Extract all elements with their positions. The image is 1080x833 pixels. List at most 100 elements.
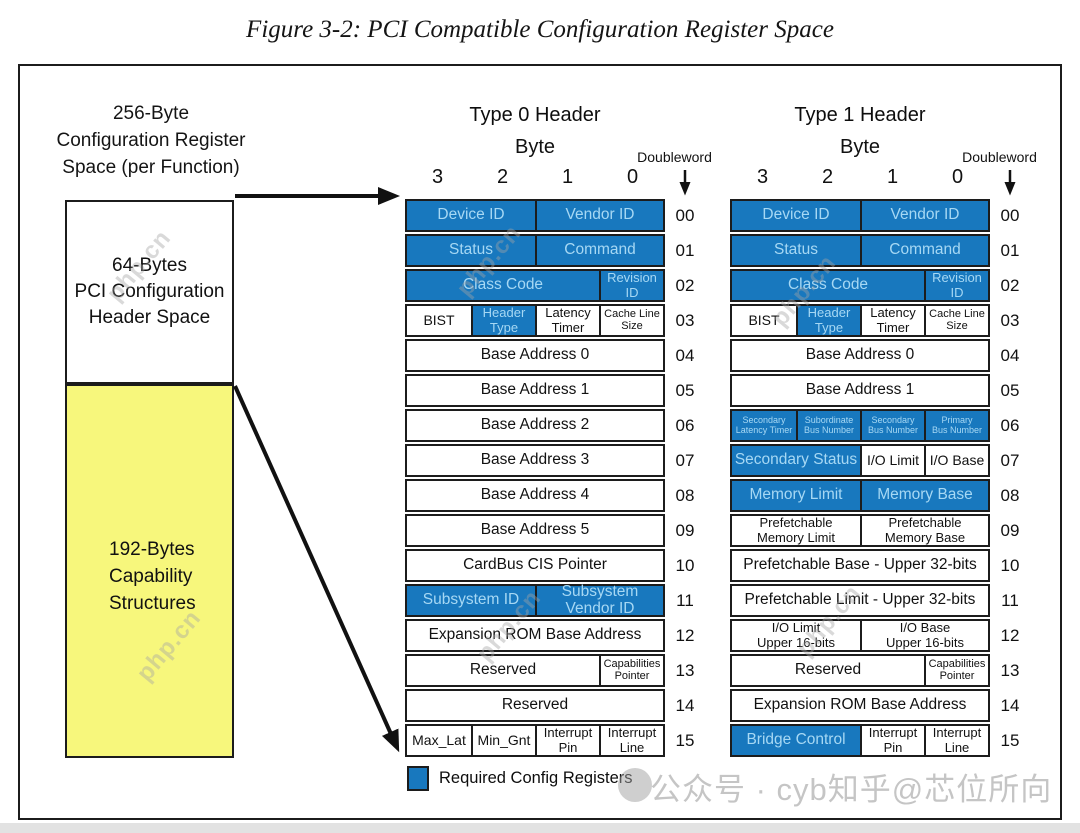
doubleword-value: 03: [1000, 311, 1020, 330]
legend: Required Config Registers: [407, 766, 633, 791]
doubleword-value: 14: [675, 696, 695, 715]
doubleword-value: 02: [1000, 276, 1020, 295]
register-cell: Status: [732, 236, 860, 265]
byte-label: Byte: [839, 136, 881, 158]
legend-swatch: [407, 766, 429, 791]
register-cell: Header Type: [471, 306, 535, 335]
legend-label: Required Config Registers: [439, 769, 633, 787]
byte-number: 0: [626, 166, 639, 188]
register-row: Prefetchable Memory Limit Prefetchable Me…: [730, 514, 990, 547]
register-cell: Interrupt Pin: [535, 726, 599, 755]
register-cell: Class Code: [732, 271, 924, 300]
register-cell: Memory Limit: [732, 481, 860, 510]
byte-number: 3: [756, 166, 769, 188]
register-cell: Prefetchable Base - Upper 32-bits: [743, 556, 977, 574]
doubleword-value: 06: [1000, 416, 1020, 435]
register-cell: Header Type: [796, 306, 860, 335]
doubleword-value: 11: [676, 591, 694, 610]
doubleword-value: 10: [675, 556, 695, 575]
register-cell: Base Address 1: [480, 381, 590, 399]
register-row: Base Address 3: [405, 444, 665, 477]
register-cell: I/O Base: [924, 446, 988, 475]
figure-caption: Figure 3-2: PCI Compatible Configuration…: [246, 16, 834, 43]
register-cell: Expansion ROM Base Address: [428, 626, 642, 644]
register-cell: Base Address 0: [480, 346, 590, 364]
doubleword-value: 05: [1000, 381, 1020, 400]
register-cell: Expansion ROM Base Address: [753, 696, 967, 714]
register-cell: Reserved: [794, 661, 862, 679]
doubleword-value: 07: [675, 451, 695, 470]
register-cell: Base Address 1: [805, 381, 915, 399]
register-cell: Cache Line Size: [924, 306, 988, 335]
register-cell: Vendor ID: [860, 201, 988, 230]
header-space-box: 64-Bytes PCI Configuration Header Space: [65, 200, 234, 384]
register-cell: Latency Timer: [860, 306, 924, 335]
doubleword-value: 15: [675, 731, 695, 750]
bottom-strip: [0, 823, 1080, 833]
doubleword-value: 02: [675, 276, 695, 295]
doubleword-value: 06: [675, 416, 695, 435]
doubleword-value: 03: [675, 311, 695, 330]
arrow-capability: [233, 385, 400, 753]
register-cell: Base Address 4: [480, 486, 590, 504]
register-cell: I/O Limit Upper 16-bits: [756, 620, 836, 650]
register-row: Prefetchable Base - Upper 32-bits: [730, 549, 990, 582]
capability-structures-box: 192-Bytes Capability Structures: [65, 384, 234, 758]
type0-header-title: Type 0 Header: [469, 104, 601, 126]
register-cell: BIST: [423, 311, 455, 328]
register-row: Reserved: [405, 689, 665, 722]
register-cell: Vendor ID: [535, 201, 663, 230]
register-row: Expansion ROM Base Address: [405, 619, 665, 652]
doubleword-value: 01: [1000, 241, 1020, 260]
doubleword-value: 09: [675, 521, 695, 540]
type1-header-title: Type 1 Header: [794, 104, 926, 126]
byte-number: 2: [496, 166, 509, 188]
register-row: Base Address 1: [405, 374, 665, 407]
register-cell: Prefetchable Memory Limit: [756, 515, 835, 545]
register-cell: Secondary Bus Number: [860, 411, 924, 440]
register-cell: Secondary Status: [732, 446, 860, 475]
doubleword-label: Doubleword: [637, 149, 712, 165]
doubleword-value: 04: [1000, 346, 1020, 365]
byte-number: 0: [951, 166, 964, 188]
register-row: CardBus CIS Pointer: [405, 549, 665, 582]
doubleword-value: 11: [1001, 591, 1019, 610]
register-cell: CardBus CIS Pointer: [463, 556, 607, 574]
register-cell: Prefetchable Memory Base: [860, 516, 988, 545]
doubleword-label: Doubleword: [962, 149, 1037, 165]
register-cell: Latency Timer: [535, 306, 599, 335]
register-cell: Command: [860, 236, 988, 265]
register-cell: Bridge Control: [732, 726, 860, 755]
register-cell: Subsystem ID: [407, 586, 535, 615]
register-cell: Status: [407, 236, 535, 265]
register-row: Base Address 2: [405, 409, 665, 442]
doubleword-value: 00: [1000, 206, 1020, 225]
register-cell: Base Address 5: [480, 521, 590, 539]
byte-number: 2: [821, 166, 834, 188]
register-cell: Base Address 2: [480, 416, 590, 434]
register-row: Base Address 1: [730, 374, 990, 407]
register-cell: Memory Base: [860, 481, 988, 510]
doubleword-value: 10: [1000, 556, 1020, 575]
register-cell: Subordinate Bus Number: [796, 411, 860, 440]
doubleword-value: 01: [675, 241, 695, 260]
register-cell: Cache Line Size: [599, 306, 663, 335]
